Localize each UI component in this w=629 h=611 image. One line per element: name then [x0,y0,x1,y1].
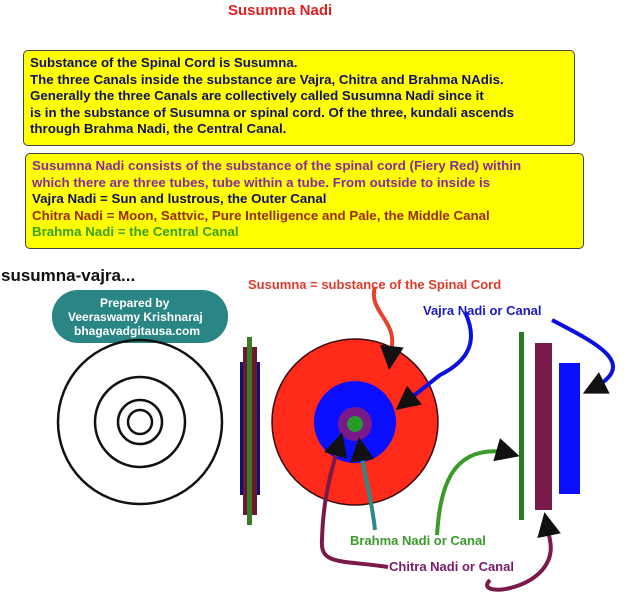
desc-line-brahma: Brahma Nadi = the Central Canal [32,224,239,239]
intro-line: Substance of the Spinal Cord is Susumna. [30,55,298,70]
label-vajra: Vajra Nadi or Canal [423,303,542,318]
label-brahma: Brahma Nadi or Canal [350,533,486,548]
desc-line: which there are three tubes, tube within… [32,174,491,190]
intro-box: Substance of the Spinal Cord is Susumna.… [23,50,575,146]
label-chitra: Chitra Nadi or Canal [389,559,514,574]
credit-line-1: Prepared by [100,296,170,310]
credit-pill [52,290,228,343]
label-susumna: Susumna = substance of the Spinal Cord [248,277,502,292]
credit-line-3: bhagavadgitausa.com [74,324,201,338]
caption: susumna-vajra... [1,266,136,285]
page-title: Susumna Nadi [228,2,333,19]
desc-line-vajra: Vajra Nadi = Sun and lustrous, the Outer… [32,191,327,206]
vajra-arrow [395,311,473,410]
credit-line-2: Veeraswamy Krishnaraj [68,310,203,324]
susumna-arrow [371,286,404,370]
chitra-arrow [319,432,389,569]
intro-line: through Brahma Nadi, the Central Canal. [30,121,287,136]
desc-line-chitra: Chitra Nadi = Moon, Sattvic, Pure Intell… [32,207,490,223]
chitra-side-bar [535,343,552,510]
brahma-arrow [350,437,377,531]
intro-line: Generally the three Canals are collectiv… [30,88,484,103]
brahma-side-line [519,332,524,520]
brahma-right-arrow [435,438,520,536]
plain-cross-section [56,338,224,506]
vajra-side-bar [559,363,580,494]
desc-line: Susumna Nadi consists of the substance o… [32,158,522,173]
colored-cross-section [271,338,439,506]
vajra-right-arrow [551,318,615,394]
description-box: Susumna Nadi consists of the substance o… [25,153,584,249]
left-tube-side-view [240,337,260,525]
intro-line: is in the substance of Susumna or spinal… [30,104,514,120]
intro-line: The three Canals inside the substance ar… [30,71,504,87]
chitra-right-arrow [485,512,561,592]
